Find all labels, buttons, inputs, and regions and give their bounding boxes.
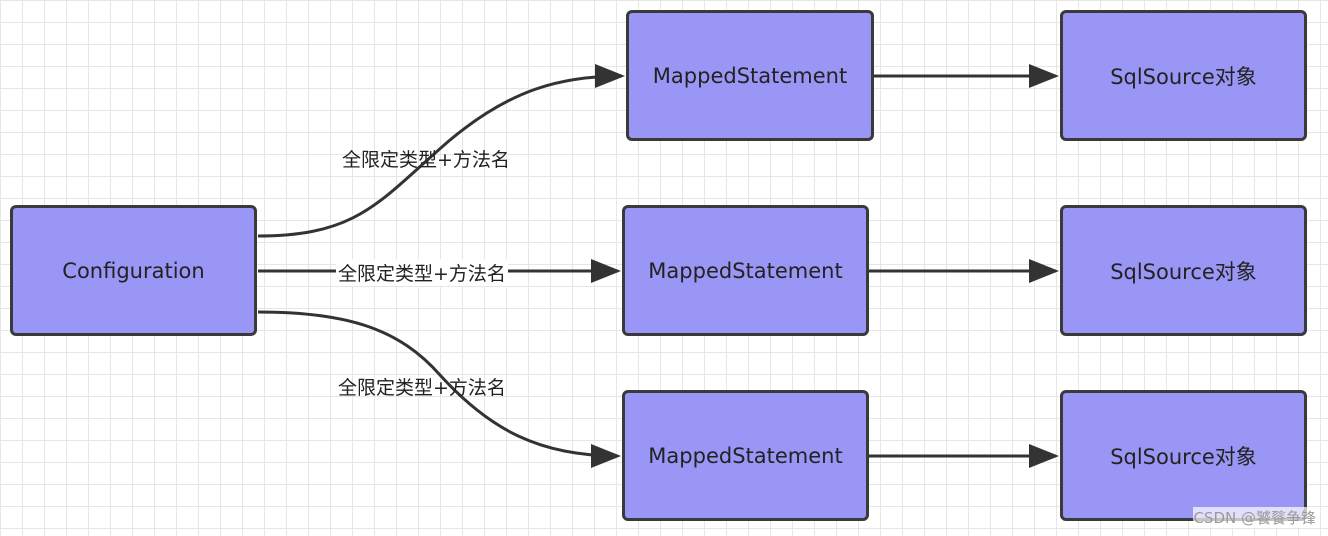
sql-source-node-label: SqlSource对象 xyxy=(1110,259,1257,284)
sql-source-node-1[interactable]: SqlSource对象 xyxy=(1060,10,1307,141)
mapped-statement-node-2[interactable]: MappedStatement xyxy=(622,205,869,336)
edge-label-top: 全限定类型+方法名 xyxy=(342,149,510,171)
mapped-statement-node-1[interactable]: MappedStatement xyxy=(626,10,874,141)
sql-source-node-3[interactable]: SqlSource对象 xyxy=(1060,390,1307,521)
sql-source-node-label: SqlSource对象 xyxy=(1110,64,1257,89)
edge-label-middle: 全限定类型+方法名 xyxy=(336,259,508,286)
mapped-statement-node-label: MappedStatement xyxy=(648,258,843,283)
sql-source-node-2[interactable]: SqlSource对象 xyxy=(1060,205,1307,336)
configuration-node-label: Configuration xyxy=(62,258,205,283)
mapped-statement-node-label: MappedStatement xyxy=(652,63,848,88)
mapped-statement-node-label: MappedStatement xyxy=(648,443,843,468)
watermark: CSDN @饕餮争锋 xyxy=(1193,507,1316,528)
configuration-node[interactable]: Configuration xyxy=(10,205,257,336)
sql-source-node-label: SqlSource对象 xyxy=(1110,444,1257,469)
edge-config-to-ms3 xyxy=(257,310,621,468)
edge-config-to-ms1 xyxy=(257,64,625,238)
edge-label-bottom: 全限定类型+方法名 xyxy=(338,377,506,399)
mapped-statement-node-3[interactable]: MappedStatement xyxy=(622,390,869,521)
